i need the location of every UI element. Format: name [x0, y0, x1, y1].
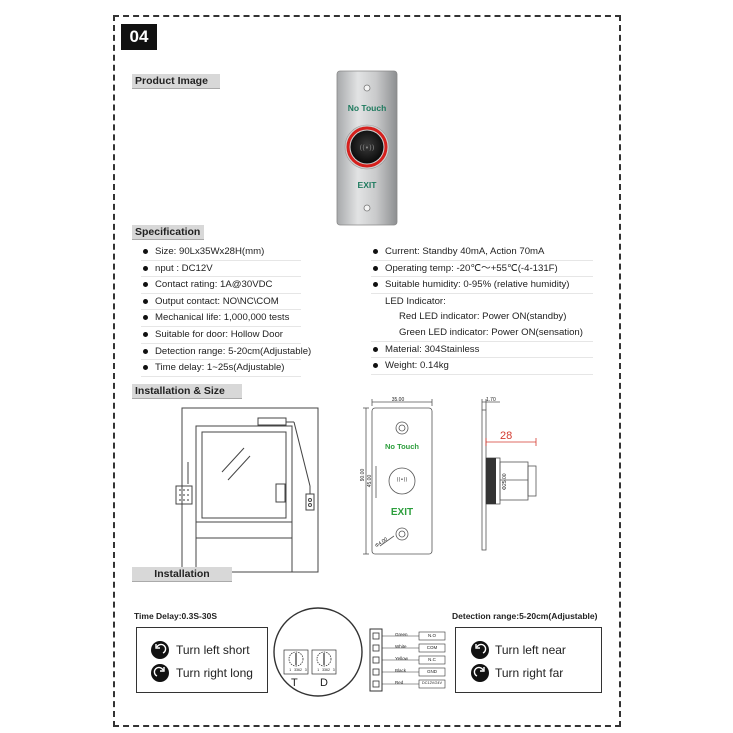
adjustment-dials	[273, 607, 363, 697]
dial-t-scale: 1 3362 3	[289, 668, 307, 672]
spec-item: Current: Standby 40mA, Action 70mA	[371, 244, 593, 261]
dial-d-scale: 1 3362 3	[317, 668, 335, 672]
section-title-installation-size: Installation & Size	[132, 384, 242, 399]
front-bottom-label: EXIT	[390, 507, 414, 518]
section-title-product-image: Product Image	[132, 74, 220, 89]
wire-terminal: N.C	[428, 657, 436, 662]
spec-item: Output contact: NO\NC\COM	[141, 294, 301, 311]
option-turn-left-short: Turn left short	[176, 643, 250, 657]
dim-sensor: Φ25.00	[502, 473, 508, 490]
spec-item: Mechanical life: 1,000,000 tests	[141, 310, 301, 327]
dial-t-label: T	[291, 677, 298, 689]
wire-terminal: N.O	[427, 633, 436, 638]
time-delay-options	[136, 627, 268, 693]
detection-range-label: Detection range:5-20cm(Adjustable)	[452, 611, 598, 621]
dim-plate: 1.70	[486, 397, 496, 403]
terminal-block	[369, 628, 446, 692]
dim-inner-height: 45.00	[367, 474, 373, 488]
rotate-right-icon	[151, 664, 169, 682]
option-turn-left-near: Turn left near	[495, 643, 566, 657]
option-turn-right-long: Turn right long	[176, 666, 253, 680]
led-red: Red LED indicator: Power ON(standby)	[399, 311, 567, 323]
spec-item: Operating temp: -20℃～+55℃(-4-131F)	[371, 261, 593, 278]
wire-terminal: GND	[427, 669, 437, 674]
option-turn-right-far: Turn right far	[495, 666, 564, 680]
side-dimension-drawing	[481, 399, 537, 551]
spec-item: Suitable humidity: 0-95% (relative humid…	[371, 277, 593, 294]
wire-color: White	[395, 644, 407, 649]
dim-depth: 28	[500, 430, 513, 442]
product-top-label: No Touch	[347, 103, 387, 113]
led-heading: LED Indicator:	[385, 295, 446, 307]
spec-item: Contact rating: 1A@30VDC	[141, 277, 301, 294]
svg-text:((•)): ((•))	[397, 477, 408, 483]
page-frame	[113, 15, 621, 727]
wire-color: Green	[395, 632, 408, 637]
spec-item: Detection range: 5-20cm(Adjustable)	[141, 344, 311, 361]
product-photo: ((•))	[336, 70, 398, 226]
svg-text:((•)): ((•))	[359, 144, 374, 152]
dial-d-label: D	[320, 677, 328, 689]
spec-list-right: Current: Standby 40mA, Action 70mA Opera…	[371, 244, 593, 375]
rotate-right-icon	[471, 664, 489, 682]
spec-list-left: Size: 90Lx35Wx28H(mm) nput : DC12V Conta…	[141, 244, 311, 377]
page-number-badge: 04	[121, 24, 157, 50]
dim-height: 90.00	[360, 468, 366, 482]
detection-range-options	[455, 627, 602, 693]
rotate-left-icon	[151, 641, 169, 659]
section-title-installation: Installation	[132, 567, 232, 582]
product-bottom-label: EXIT	[357, 180, 377, 190]
led-green: Green LED indicator: Power ON(sensation)	[371, 325, 593, 342]
wire-color: Yellow	[395, 656, 408, 661]
wire-color: Black	[395, 668, 407, 673]
dim-width: 35.00	[391, 397, 405, 403]
spec-item: Weight: 0.14kg	[371, 358, 593, 375]
front-dimension-drawing: ((•))	[363, 399, 433, 555]
spec-item: Time delay: 1~25s(Adjustable)	[141, 360, 301, 377]
spec-item: Suitable for door: Hollow Door	[141, 327, 301, 344]
section-title-specification: Specification	[132, 225, 204, 240]
wire-color: Red	[395, 680, 404, 685]
time-delay-label: Time Delay:0.3S-30S	[134, 611, 217, 621]
spec-item: nput : DC12V	[141, 261, 301, 278]
door-installation-drawing	[175, 407, 319, 573]
spec-item: Size: 90Lx35Wx28H(mm)	[141, 244, 301, 261]
wire-terminal: DC12V/24V	[421, 681, 443, 685]
spec-item: Material: 304Stainless	[371, 342, 593, 359]
front-top-label: No Touch	[384, 442, 420, 451]
wire-terminal: COM	[426, 645, 438, 650]
rotate-left-icon	[471, 641, 489, 659]
